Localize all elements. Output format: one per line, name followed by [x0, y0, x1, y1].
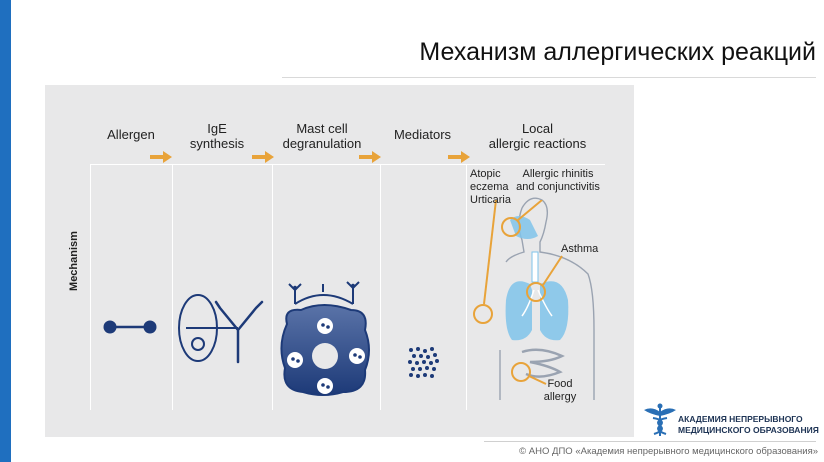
column-divider: [380, 165, 381, 410]
label-asthma: Asthma: [561, 243, 599, 255]
column-header-allergen: Allergen: [107, 127, 155, 142]
logo-line1: АКАДЕМИЯ НЕПРЕРЫВНОГО: [678, 414, 803, 424]
label-food-allergy: Food allergy: [542, 378, 578, 404]
mediators-icon: [408, 347, 439, 378]
orange-arrow-icon: [252, 151, 274, 163]
column-header-mast-cell: Mast cell degranulation: [272, 121, 372, 151]
column-header-ige-line2: synthesis: [189, 136, 245, 151]
column-divider: [466, 165, 467, 410]
label-food-line1: Food: [547, 378, 573, 390]
human-body-icon: [499, 197, 595, 400]
label-atopic-line3: Urticaria: [470, 194, 511, 206]
column-header-mediators: Mediators: [393, 127, 452, 142]
label-food-line2: allergy: [543, 391, 577, 403]
orange-arrow-icon: [150, 151, 172, 163]
logo-text: АКАДЕМИЯ НЕПРЕРЫВНОГО МЕДИЦИНСКОГО ОБРАЗ…: [678, 414, 819, 436]
mast-cell-icon: [280, 281, 370, 396]
row-label-mechanism: Mechanism: [68, 231, 80, 291]
left-accent-bar: [0, 0, 11, 462]
orange-arrow-icon: [359, 151, 381, 163]
column-header-local-line1: Local: [521, 121, 554, 136]
footer-divider: [484, 441, 816, 442]
ige-antibody-icon: [178, 294, 264, 364]
column-header-ige-synthesis: IgE synthesis: [172, 121, 262, 151]
label-rhinitis-line2: and conjunctivitis: [516, 181, 600, 193]
column-divider: [272, 165, 273, 410]
column-divider: [172, 165, 173, 410]
title-divider: [282, 77, 816, 78]
column-header-ige-line1: IgE: [207, 121, 227, 136]
column-header-mast-line1: Mast cell: [296, 121, 348, 136]
logo-line2: МЕДИЦИНСКОГО ОБРАЗОВАНИЯ: [678, 425, 819, 435]
footer-copyright: © АНО ДПО «Академия непрерывного медицин…: [519, 446, 818, 457]
label-atopic-line1: Atopic: [470, 168, 501, 180]
column-divider: [90, 165, 91, 410]
callout-lines: [473, 200, 563, 385]
label-rhinitis-line1: Allergic rhinitis: [522, 168, 594, 180]
header-divider-line: [90, 164, 605, 165]
column-header-mast-line2: degranulation: [282, 136, 362, 151]
label-allergic-rhinitis: Allergic rhinitis and conjunctivitis: [514, 168, 602, 194]
caduceus-icon: [644, 403, 676, 436]
label-atopic-line2: eczema: [470, 181, 509, 193]
column-header-local-line2: allergic reactions: [488, 136, 587, 151]
orange-arrow-icon: [448, 151, 470, 163]
allergen-molecule-icon: [103, 320, 157, 334]
label-atopic-eczema: Atopic eczema Urticaria: [470, 168, 511, 207]
slide-title: Механизм аллергических реакций: [419, 38, 816, 66]
column-header-local-reactions: Local allergic reactions: [470, 121, 605, 151]
